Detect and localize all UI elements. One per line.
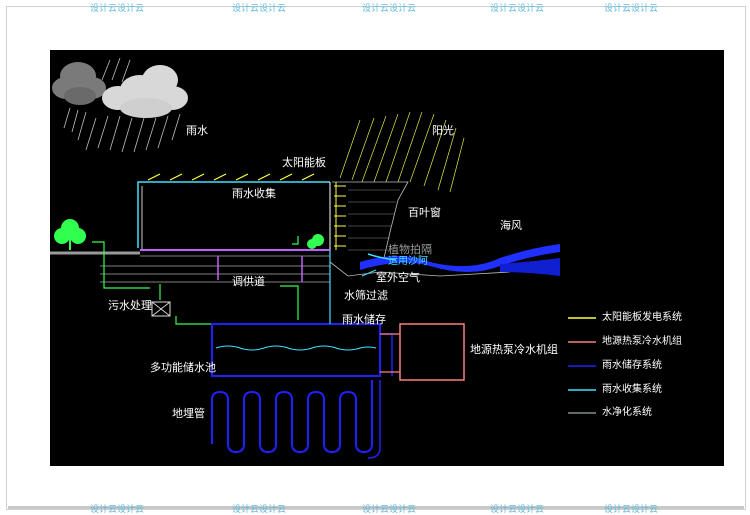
label-water-screen: 水筛过滤 [344,289,388,302]
label-sun: 阳光 [432,124,454,137]
label-solar-panel: 太阳能板 [282,156,326,169]
label-outdoor-air: 室外空气 [376,271,420,284]
label-rain-storage: 雨水储存 [342,313,386,326]
tree-icon [307,234,324,249]
storage-tank [211,300,393,377]
sun-rays [339,111,465,193]
watermark: 设计云设计云 [90,4,145,14]
label-sea-breeze: 海风 [500,219,522,232]
label-multi-pool: 多功能储水池 [150,361,216,374]
sewage-pipes [92,236,299,325]
label-sewage: 污水处理 [108,299,152,312]
label-ground-pipe: 地埋管 [172,407,205,420]
legend-item-solar: 太阳能板发电系统 [602,312,682,323]
label-rain: 雨水 [186,124,208,137]
heat-pump-box [380,323,465,381]
watermark: 设计云设计云 [604,4,659,14]
legend-item-water-purify: 水净化系统 [602,407,652,418]
watermark: 设计云设计云 [604,505,659,515]
watermark: 设计云设计云 [490,4,545,14]
label-heat-pump: 地源热泵冷水机组 [470,343,558,356]
watermark: 设计云设计云 [232,4,287,14]
cloud-icon [102,65,188,118]
tree-icon [54,219,86,250]
watermark: 设计云设计云 [90,505,145,515]
legend-item-rain-collect: 雨水收集系统 [602,384,662,395]
rain-lines [63,57,181,153]
legend-item-rain-storage: 雨水储存系统 [602,360,662,371]
frame-shadow [8,506,744,509]
watermark: 设计云设计云 [490,505,545,515]
building [100,173,409,300]
cloud-icon [52,62,106,105]
label-plant-barrier: 植物拍隔 [388,243,432,256]
filter-box [151,301,171,317]
label-rain-collect: 雨水收集 [232,187,276,200]
legend-lines [568,317,596,414]
label-regulating-channel: 调供道 [232,275,265,288]
image-frame [6,6,746,510]
watermark: 设计云设计云 [232,505,287,515]
ground-loop-pipe [211,380,373,454]
sea-wave [360,244,560,277]
watermark: 设计云设计云 [362,4,417,14]
watermark: 设计云设计云 [362,505,417,515]
label-sand: 运用沙阿 [388,256,428,267]
legend-item-heat-pump: 地源热泵冷水机组 [602,336,682,347]
label-louver: 百叶窗 [408,206,441,219]
